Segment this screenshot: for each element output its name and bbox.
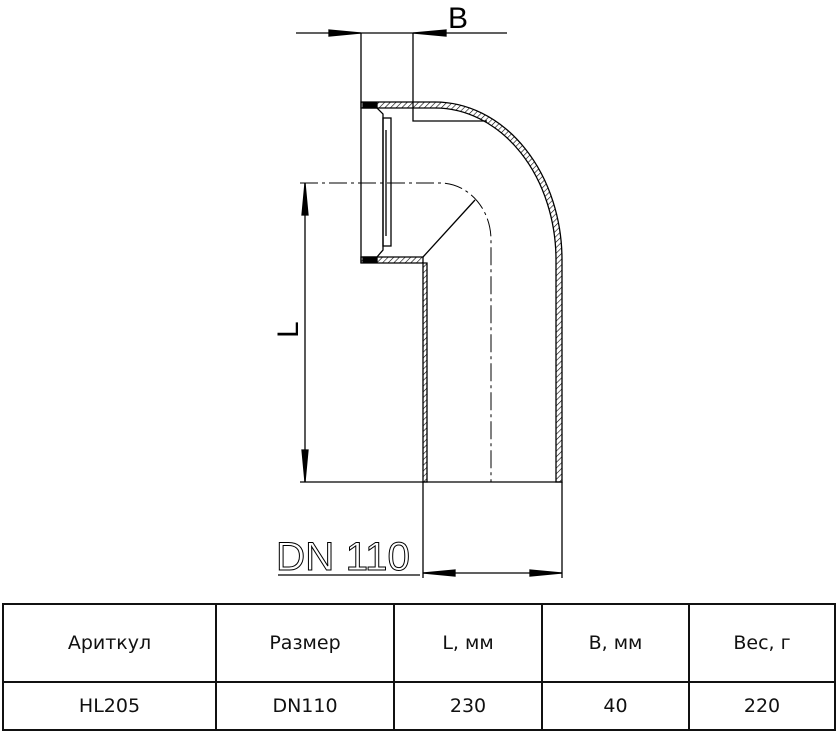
cell-b: 40 xyxy=(541,681,690,731)
centerline xyxy=(300,182,492,482)
dim-b-label: B xyxy=(448,2,468,35)
table-header-row: Ариткул Размер L, мм B, мм Вес, г xyxy=(2,603,836,683)
cell-article: HL205 xyxy=(2,681,217,731)
dimension-b xyxy=(296,29,507,263)
elbow-pipe-drawing: B L DN 110 xyxy=(272,2,563,580)
header-size: Размер xyxy=(215,603,395,683)
dimension-dn xyxy=(278,482,563,578)
cell-weight: 220 xyxy=(688,681,836,731)
spec-table: Ариткул Размер L, мм B, мм Вес, г HL205 … xyxy=(2,603,836,731)
cell-size: DN110 xyxy=(215,681,395,731)
dn-label: DN 110 xyxy=(276,535,410,579)
header-b: B, мм xyxy=(541,603,690,683)
dim-l-label: L xyxy=(272,321,305,338)
cell-l: 230 xyxy=(393,681,543,731)
header-article: Ариткул xyxy=(2,603,217,683)
dimension-l xyxy=(300,182,562,483)
inner-wall xyxy=(360,256,428,483)
header-weight: Вес, г xyxy=(688,603,836,683)
table-row: HL205 DN110 230 40 220 xyxy=(2,681,836,731)
header-l: L, мм xyxy=(393,603,543,683)
socket-seal xyxy=(362,102,392,263)
